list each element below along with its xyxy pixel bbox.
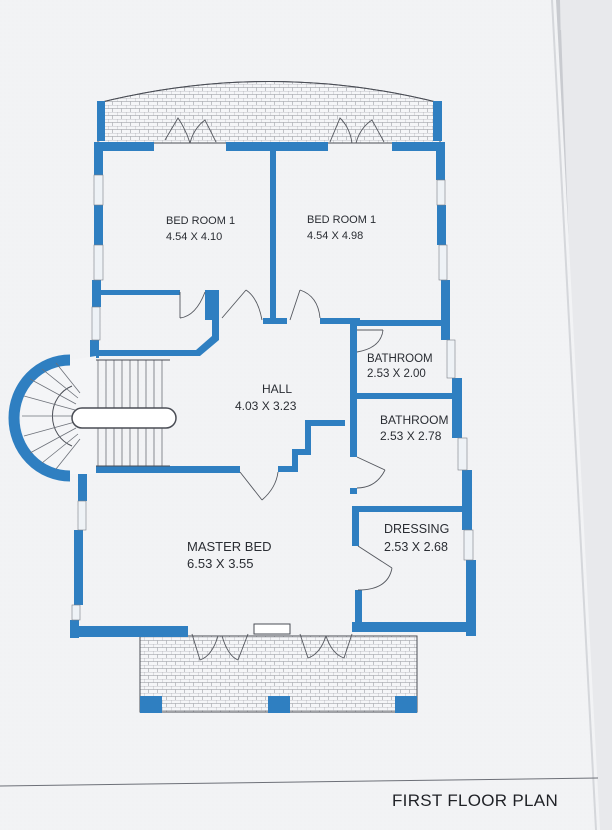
top-balcony-pier-right <box>433 101 442 141</box>
room-name-bathroom-lower: BATHROOM <box>380 413 448 427</box>
doors <box>164 117 393 661</box>
room-name-hall: HALL <box>262 382 292 396</box>
bottom-pier-2 <box>268 696 290 713</box>
room-dims-bathroom-upper: 2.53 X 2.00 <box>367 368 426 380</box>
top-balcony-arc <box>97 81 441 104</box>
title-rule <box>0 777 599 787</box>
paper-crease <box>551 0 597 830</box>
window-openings <box>71 174 474 621</box>
room-dims-bedroom-1-right: 4.54 X 4.98 <box>307 230 363 242</box>
walls <box>70 142 476 638</box>
top-balcony-pier-left <box>97 101 105 141</box>
room-name-master-bed: MASTER BED <box>187 539 272 554</box>
room-name-bedroom-1-right: BED ROOM 1 <box>307 214 376 226</box>
room-dims-bathroom-lower: 2.53 X 2.78 <box>380 429 442 443</box>
room-dims-bedroom-1-left: 4.54 X 4.10 <box>166 231 222 243</box>
bottom-pier-3 <box>395 696 417 713</box>
bottom-pier-1 <box>140 696 162 713</box>
room-name-dressing: DRESSING <box>384 522 449 536</box>
room-dims-hall: 4.03 X 3.23 <box>235 399 297 413</box>
room-name-bathroom-upper: BATHROOM <box>367 353 433 365</box>
room-dims-dressing: 2.53 X 2.68 <box>384 540 448 554</box>
staircase <box>8 354 177 482</box>
plan-title: FIRST FLOOR PLAN <box>392 791 558 810</box>
paper-edge-right <box>560 0 612 830</box>
room-dims-master-bed: 6.53 X 3.55 <box>187 556 254 571</box>
room-name-bedroom-1-left: BED ROOM 1 <box>166 215 235 227</box>
